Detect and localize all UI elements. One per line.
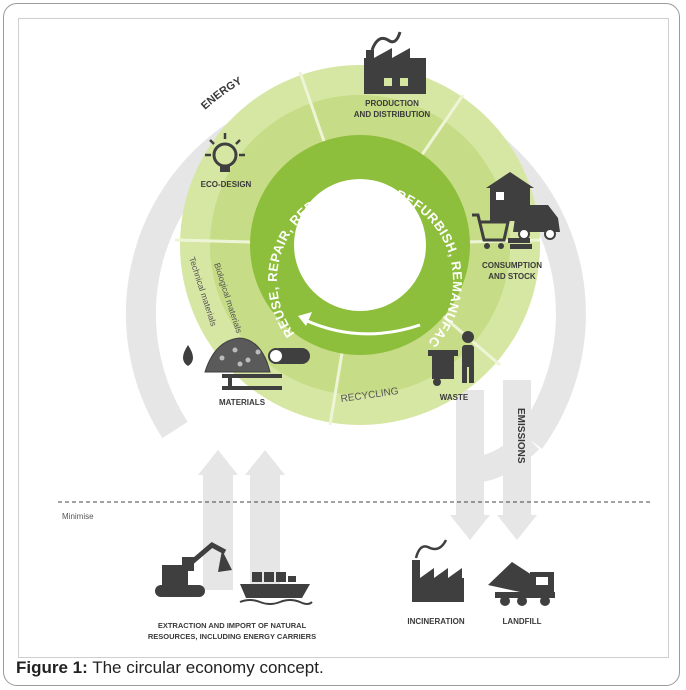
materials-label: MATERIALS <box>219 398 266 407</box>
lightbulb-icon <box>205 133 245 172</box>
figure-caption: Figure 1: The circular economy concept. <box>16 658 324 678</box>
steel-beam-icon <box>222 374 282 390</box>
minimise-label: Minimise <box>62 512 94 521</box>
car-icon <box>513 205 560 240</box>
eco-design-label: ECO-DESIGN <box>201 180 252 189</box>
dump-truck-icon <box>488 562 555 606</box>
return-arrow <box>304 318 421 336</box>
caption-text: The circular economy concept. <box>87 658 324 677</box>
disposal-arrows <box>450 380 537 540</box>
money-icon <box>508 238 532 249</box>
consumption-label-line2: AND STOCK <box>488 272 536 281</box>
person-icon <box>462 331 474 383</box>
consumption-label-line1: CONSUMPTION <box>482 261 542 270</box>
center-hole <box>294 179 426 311</box>
extraction-label-line1: EXTRACTION AND IMPORT OF NATURAL <box>158 621 307 630</box>
water-drop-icon <box>183 345 193 366</box>
return-arrowhead <box>298 312 312 326</box>
production-label-line2: AND DISTRIBUTION <box>354 110 431 119</box>
waste-bin-icon <box>428 350 458 386</box>
ship-icon <box>239 572 313 605</box>
log-icon <box>268 348 310 364</box>
emissions-label: EMISSIONS <box>515 408 526 464</box>
ore-pile-icon <box>204 337 271 373</box>
production-label-line1: PRODUCTION <box>365 99 419 108</box>
landfill-label: LANDFILL <box>502 617 541 626</box>
factory-icon <box>364 31 426 94</box>
waste-label: WASTE <box>440 393 469 402</box>
incineration-factory-icon <box>412 539 464 602</box>
shopping-cart-icon <box>472 213 510 249</box>
incineration-label: INCINERATION <box>407 617 464 626</box>
excavator-icon <box>155 541 232 597</box>
extraction-arrows <box>198 450 285 590</box>
extraction-label-line2: RESOURCES, INCLUDING ENERGY CARRIERS <box>148 632 316 641</box>
energy-label: ENERGY <box>199 75 245 112</box>
caption-label: Figure 1: <box>16 658 88 677</box>
